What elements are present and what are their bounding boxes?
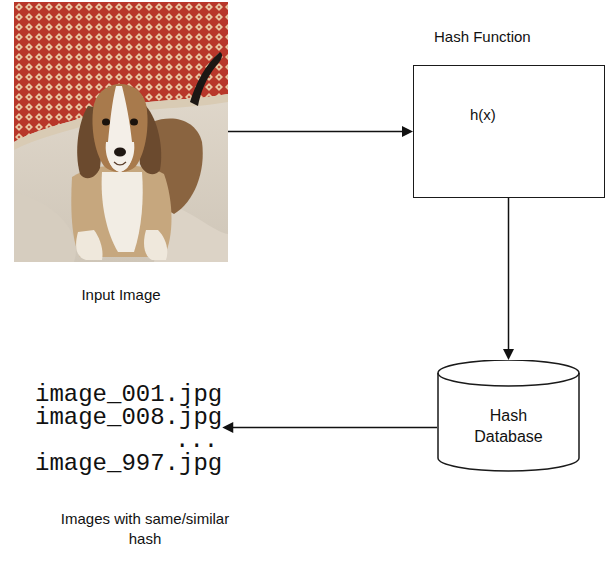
image-caption: Input Image — [14, 286, 228, 303]
function-label: h(x) — [470, 106, 496, 123]
input-image: Input Image — [14, 2, 228, 262]
arrow-head — [503, 349, 514, 360]
arrow-head — [222, 422, 233, 433]
result-list: image_001.jpgimage_008.jpg...image_997.j… — [35, 383, 222, 475]
cylinder-body — [438, 360, 579, 471]
arrow-head — [402, 126, 413, 137]
flow-arrow — [503, 198, 514, 360]
arrow-line — [232, 427, 437, 429]
file-name: image_008.jpg — [35, 406, 222, 429]
file-name: ... — [35, 429, 222, 452]
file-name: image_997.jpg — [35, 452, 222, 475]
database-label: Hash Database — [464, 405, 554, 447]
flow-arrow — [222, 422, 437, 433]
hash-function-box: Hash Functionh(x) — [413, 65, 605, 198]
dog-photo — [14, 2, 228, 262]
function-heading: Hash Function — [434, 28, 531, 45]
hash-database: Hash Database — [437, 360, 580, 472]
cylinder-text: Hash Database — [464, 405, 554, 447]
list-caption: Images with same/similar hash — [57, 509, 233, 549]
arrow-line — [508, 198, 510, 350]
cylinder-rim — [438, 373, 579, 386]
file-name: image_001.jpg — [35, 383, 222, 406]
arrow-line — [228, 131, 403, 133]
flow-arrow — [228, 126, 413, 137]
